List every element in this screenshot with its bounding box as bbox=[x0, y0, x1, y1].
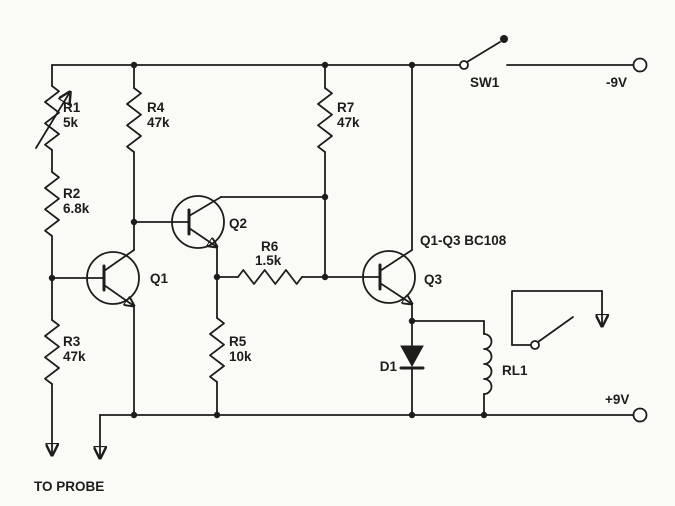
rl1-label: RL1 bbox=[502, 363, 528, 378]
r6-value-label: 1.5k bbox=[255, 253, 282, 268]
sw1-contact-icon bbox=[459, 60, 469, 70]
probe-leads: TO PROBE bbox=[34, 383, 104, 494]
pos-supply-terminal bbox=[632, 407, 648, 423]
r6-ref-label: R6 bbox=[261, 239, 279, 254]
q2-emitter-lead bbox=[188, 227, 217, 247]
resistor-r2: R2 6.8k bbox=[44, 149, 90, 237]
q3-emitter-lead bbox=[379, 282, 412, 304]
r6-zigzag-icon bbox=[237, 269, 303, 285]
q2-label: Q2 bbox=[229, 216, 247, 231]
transistor-note-label: Q1-Q3 BC108 bbox=[420, 233, 507, 248]
sw1-label: SW1 bbox=[470, 75, 500, 90]
q3-body-icon bbox=[362, 250, 416, 304]
r1-zigzag-icon bbox=[44, 85, 60, 151]
switch-sw1: SW1 bbox=[459, 35, 508, 90]
r7-ref-label: R7 bbox=[337, 100, 354, 115]
q3-collector-lead bbox=[379, 249, 413, 272]
r4-ref-label: R4 bbox=[147, 100, 165, 115]
r7-value-label: 47k bbox=[337, 115, 360, 130]
top-rail: -9V bbox=[51, 57, 648, 90]
d1-label: D1 bbox=[380, 359, 398, 374]
relay-contact-pivot-icon bbox=[530, 340, 540, 350]
resistor-r3: R3 47k bbox=[44, 235, 86, 385]
transistor-q1: Q1 bbox=[51, 249, 169, 416]
q1-label: Q1 bbox=[150, 271, 169, 286]
neg-supply-terminal bbox=[632, 57, 648, 73]
r5-value-label: 10k bbox=[229, 349, 252, 364]
r5-zigzag-icon bbox=[209, 317, 225, 383]
resistor-r5: R5 10k bbox=[209, 273, 252, 416]
r2-value-label: 6.8k bbox=[63, 201, 90, 216]
pos-rail-label: +9V bbox=[605, 392, 629, 407]
transistor-q2: Q2 bbox=[133, 195, 326, 278]
r5-ref-label: R5 bbox=[229, 334, 247, 349]
d1-triangle-icon bbox=[400, 345, 424, 368]
q3-label: Q3 bbox=[424, 272, 443, 287]
q1-collector-lead bbox=[103, 249, 135, 272]
resistor-r7: R7 47k bbox=[317, 64, 360, 281]
resistor-r4: R4 47k bbox=[126, 64, 170, 251]
r1-ref-label: R1 bbox=[63, 100, 81, 115]
r1-value-label: 5k bbox=[63, 115, 79, 130]
r3-value-label: 47k bbox=[63, 349, 86, 364]
relay-contact-symbol bbox=[511, 290, 602, 350]
neg-rail-label: -9V bbox=[606, 75, 627, 90]
resistor-r6: R6 1.5k bbox=[216, 239, 381, 285]
sw1-lever bbox=[466, 41, 501, 63]
q2-collector-lead bbox=[188, 196, 222, 217]
r1-variable-arrow-icon bbox=[35, 92, 70, 149]
q1-emitter-lead bbox=[103, 284, 134, 306]
resistor-r1: R1 5k bbox=[35, 64, 81, 151]
bottom-rail: +9V bbox=[99, 392, 648, 423]
r3-ref-label: R3 bbox=[63, 334, 81, 349]
diode-d1: D1 bbox=[380, 320, 425, 416]
relay-contact-lever bbox=[537, 316, 574, 343]
relay-coil-rl1: RL1 bbox=[411, 320, 528, 416]
r4-zigzag-icon bbox=[126, 87, 142, 153]
transistor-q3: Q3 Q1-Q3 BC108 bbox=[362, 64, 507, 325]
r4-value-label: 47k bbox=[147, 115, 170, 130]
r7-zigzag-icon bbox=[317, 87, 333, 153]
r2-zigzag-icon bbox=[44, 171, 60, 237]
r2-ref-label: R2 bbox=[63, 186, 80, 201]
rl1-coil-icon bbox=[483, 333, 493, 395]
probe-label: TO PROBE bbox=[34, 479, 104, 494]
r3-zigzag-icon bbox=[44, 319, 60, 385]
